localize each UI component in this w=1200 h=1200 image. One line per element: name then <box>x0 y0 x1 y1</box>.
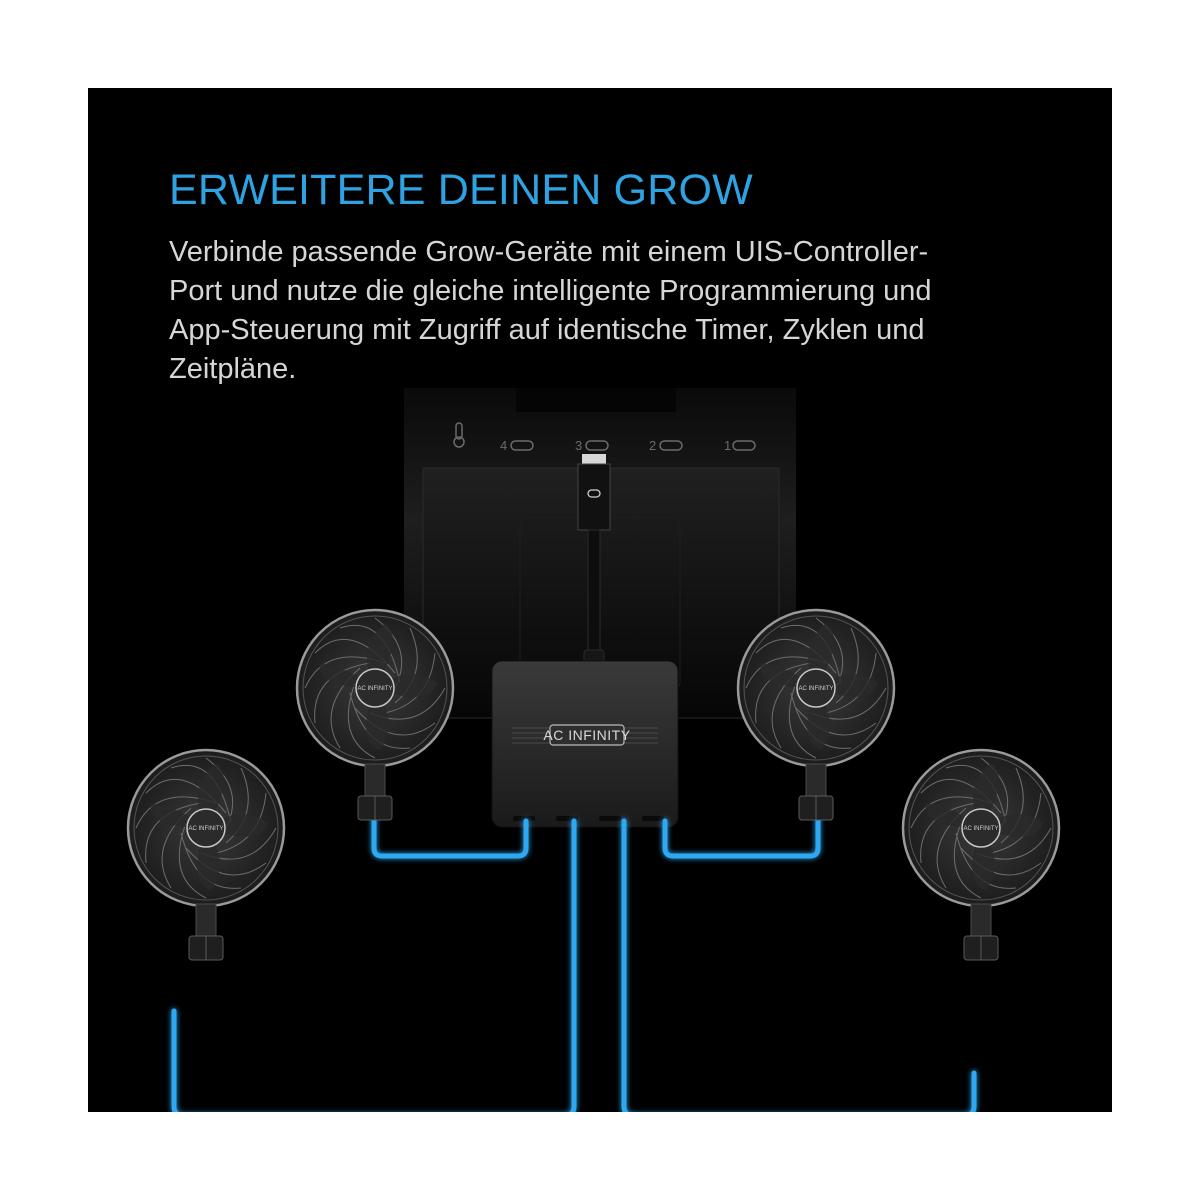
svg-text:3: 3 <box>575 438 582 453</box>
svg-text:2: 2 <box>649 438 656 453</box>
usb-c-port-icon <box>659 440 683 451</box>
cable-to-inner-left-fan <box>371 810 529 859</box>
usb-c-port-icon <box>732 440 756 451</box>
svg-text:AC INFINITY: AC INFINITY <box>357 686 392 692</box>
port-label-2: 2 <box>649 438 683 453</box>
page-title: ERWEITERE DEINEN GROW <box>169 166 753 214</box>
product-illustration: 4 3 2 1 <box>126 388 1061 1112</box>
description-line: Zeitpläne. <box>169 353 297 385</box>
description-line: Port und nutze die gleiche intelligente … <box>169 275 932 307</box>
description-line: App-Steuerung mit Zugriff auf identische… <box>169 314 925 346</box>
fan-far-left: AC INFINITY <box>126 748 286 962</box>
port-label-4: 4 <box>500 438 534 453</box>
port-label-1: 1 <box>724 438 756 453</box>
fan-far-right: AC INFINITY <box>901 748 1061 962</box>
port-label-3: 3 <box>575 438 609 453</box>
fan-inner-right: AC INFINITY <box>736 608 896 822</box>
svg-text:4: 4 <box>500 438 507 453</box>
usb-c-port-icon <box>510 440 534 451</box>
splitter-hub: AC INFINITY <box>491 660 679 828</box>
cable-to-far-right-fan <box>621 818 977 1112</box>
svg-text:AC INFINITY: AC INFINITY <box>543 727 630 743</box>
fan-inner-left: AC INFINITY <box>295 608 455 822</box>
svg-text:AC INFINITY: AC INFINITY <box>188 826 223 832</box>
usb-c-port-icon <box>585 440 609 451</box>
cable-to-far-left-fan <box>171 818 577 1112</box>
usb-c-plug <box>577 454 611 667</box>
svg-text:1: 1 <box>724 438 731 453</box>
thermometer-icon <box>453 422 465 448</box>
svg-text:AC INFINITY: AC INFINITY <box>798 686 833 692</box>
usb-c-port-icon <box>587 489 601 498</box>
glowing-cables <box>171 810 977 1112</box>
svg-text:AC INFINITY: AC INFINITY <box>963 826 998 832</box>
product-feature-panel: ERWEITERE DEINEN GROW Verbinde passende … <box>88 88 1112 1112</box>
cable-to-inner-right-fan <box>662 810 821 859</box>
feature-description: Verbinde passende Grow-Geräte mit einem … <box>169 233 1049 389</box>
description-line: Verbinde passende Grow-Geräte mit einem … <box>169 236 929 268</box>
